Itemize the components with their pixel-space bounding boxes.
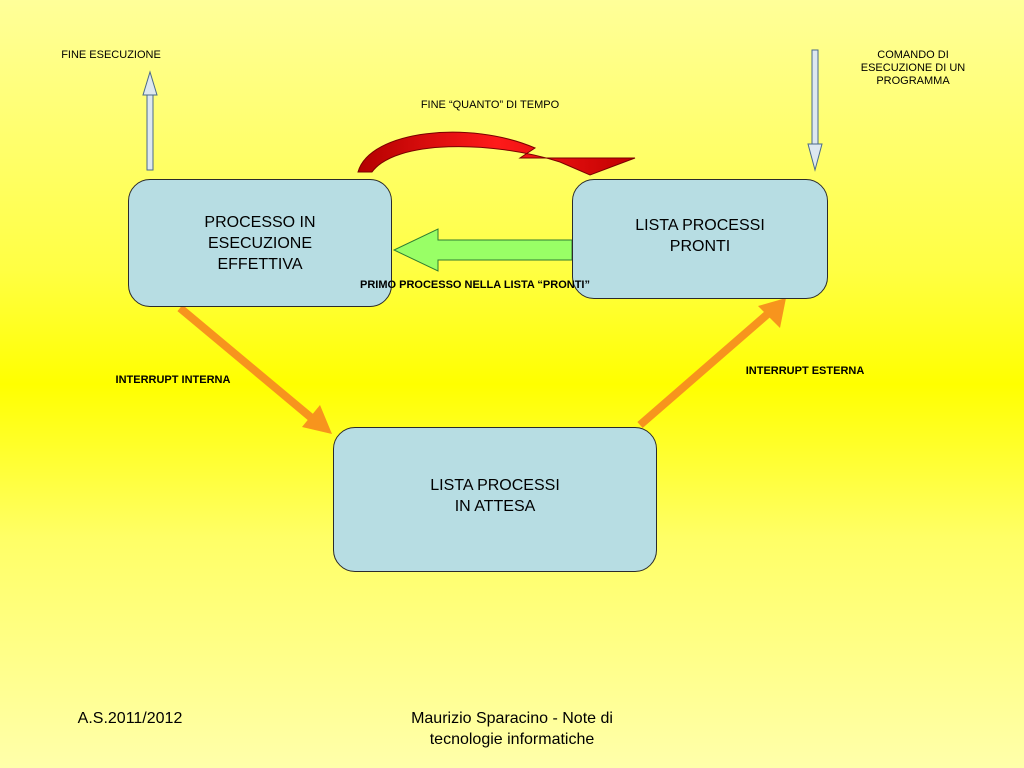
label-comando-esecuzione: COMANDO DI ESECUZIONE DI UN PROGRAMMA: [860, 49, 966, 87]
box-lista-attesa: LISTA PROCESSI IN ATTESA: [333, 427, 657, 572]
label-fine-esecuzione: FINE ESECUZIONE: [61, 49, 161, 61]
label-interrupt-esterna: INTERRUPT ESTERNA: [745, 365, 865, 377]
box-processo-esecuzione: PROCESSO IN ESECUZIONE EFFETTIVA: [128, 179, 392, 307]
interrupt-esterna-arrow: [637, 298, 786, 429]
label-fine-quanto: FINE “QUANTO” DI TEMPO: [420, 99, 560, 111]
fine-esecuzione-arrow: [142, 70, 158, 171]
box-lista-pronti: LISTA PROCESSI PRONTI: [572, 179, 828, 299]
box-processo-esecuzione-text: PROCESSO IN ESECUZIONE EFFETTIVA: [204, 213, 316, 273]
footer-author: Maurizio Sparacino - Note di tecnologie …: [411, 710, 613, 748]
box-lista-pronti-text: LISTA PROCESSI PRONTI: [635, 217, 765, 255]
primo-processo-arrow: [392, 228, 573, 272]
interrupt-interna-arrow: [177, 304, 332, 434]
label-primo-processo: PRIMO PROCESSO NELLA LISTA “PRONTI”: [360, 279, 590, 291]
box-lista-attesa-text: LISTA PROCESSI IN ATTESA: [430, 476, 560, 515]
footer-year: A.S.2011/2012: [77, 710, 183, 727]
fine-quanto-arrow: [357, 131, 636, 176]
label-interrupt-interna: INTERRUPT INTERNA: [115, 374, 231, 386]
comando-esecuzione-arrow: [807, 49, 823, 172]
